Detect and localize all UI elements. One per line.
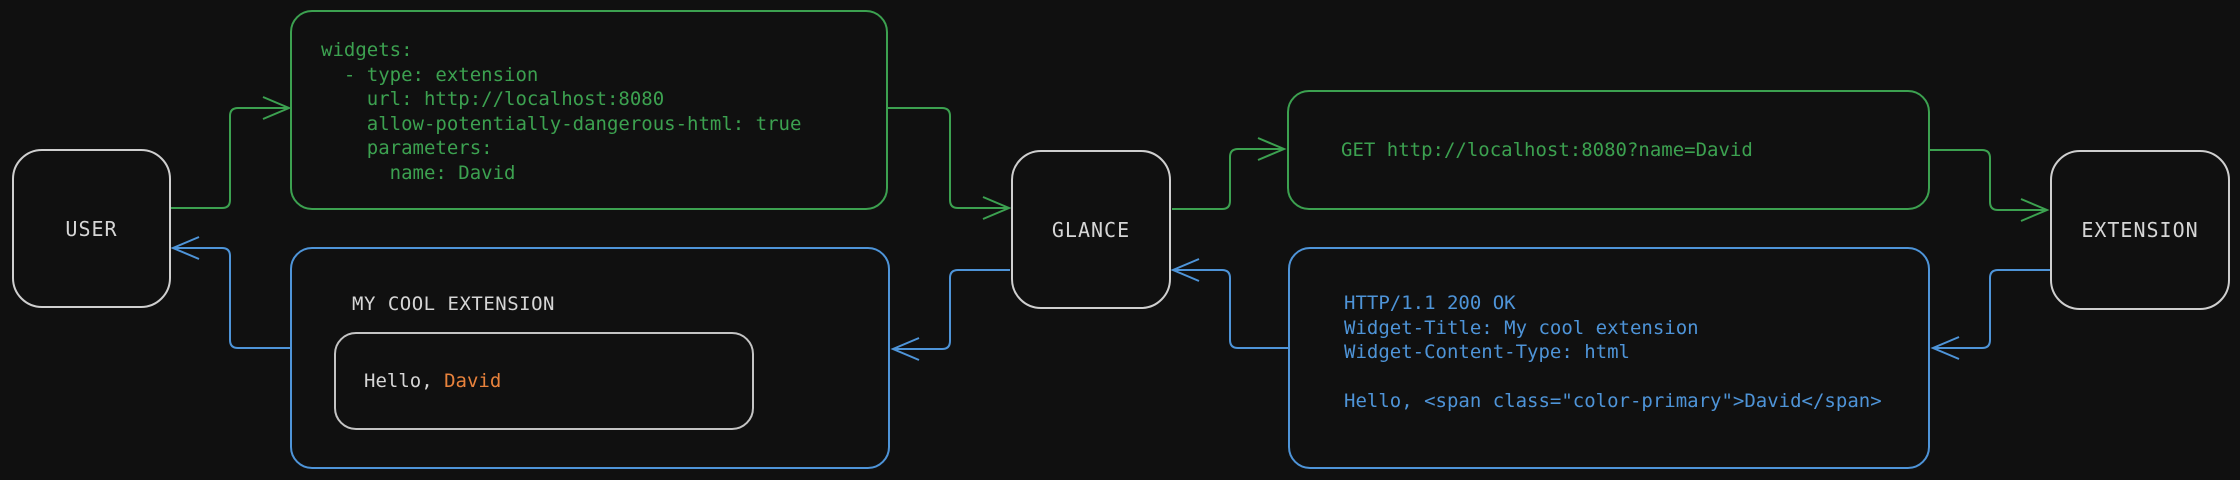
node-glance-label: GLANCE xyxy=(1051,217,1131,242)
widget-greeting-frame: Hello, David xyxy=(334,332,754,430)
widget-greeting-prefix: Hello, xyxy=(364,370,445,392)
arrow-widget-to-user xyxy=(170,236,290,349)
http-response-code: HTTP/1.1 200 OK Widget-Title: My cool ex… xyxy=(1344,292,1882,412)
widget-greeting-name: David xyxy=(444,370,502,392)
arrow-response-to-glance xyxy=(1170,258,1288,349)
config-yaml-code: widgets: - type: extension url: http://l… xyxy=(321,39,802,184)
node-user-label: USER xyxy=(65,216,118,241)
arrow-user-to-config xyxy=(171,96,292,209)
node-glance: GLANCE xyxy=(1011,150,1171,309)
arrow-glance-to-widget xyxy=(890,269,1010,361)
node-user: USER xyxy=(12,149,171,308)
http-request-box: GET http://localhost:8080?name=David xyxy=(1287,90,1930,210)
node-extension-label: EXTENSION xyxy=(2081,218,2199,242)
http-response-box: HTTP/1.1 200 OK Widget-Title: My cool ex… xyxy=(1288,247,1930,469)
arrow-extension-to-response xyxy=(1930,269,2050,360)
arrow-request-to-extension xyxy=(1930,149,2050,222)
node-extension: EXTENSION xyxy=(2050,150,2230,310)
rendered-widget-box: MY COOL EXTENSION Hello, David xyxy=(290,247,890,469)
arrow-config-to-glance xyxy=(888,107,1012,220)
arrow-glance-to-request xyxy=(1172,137,1287,210)
widget-title: MY COOL EXTENSION xyxy=(352,293,555,315)
http-request-line: GET http://localhost:8080?name=David xyxy=(1341,138,1753,161)
config-yaml-box: widgets: - type: extension url: http://l… xyxy=(290,10,888,210)
